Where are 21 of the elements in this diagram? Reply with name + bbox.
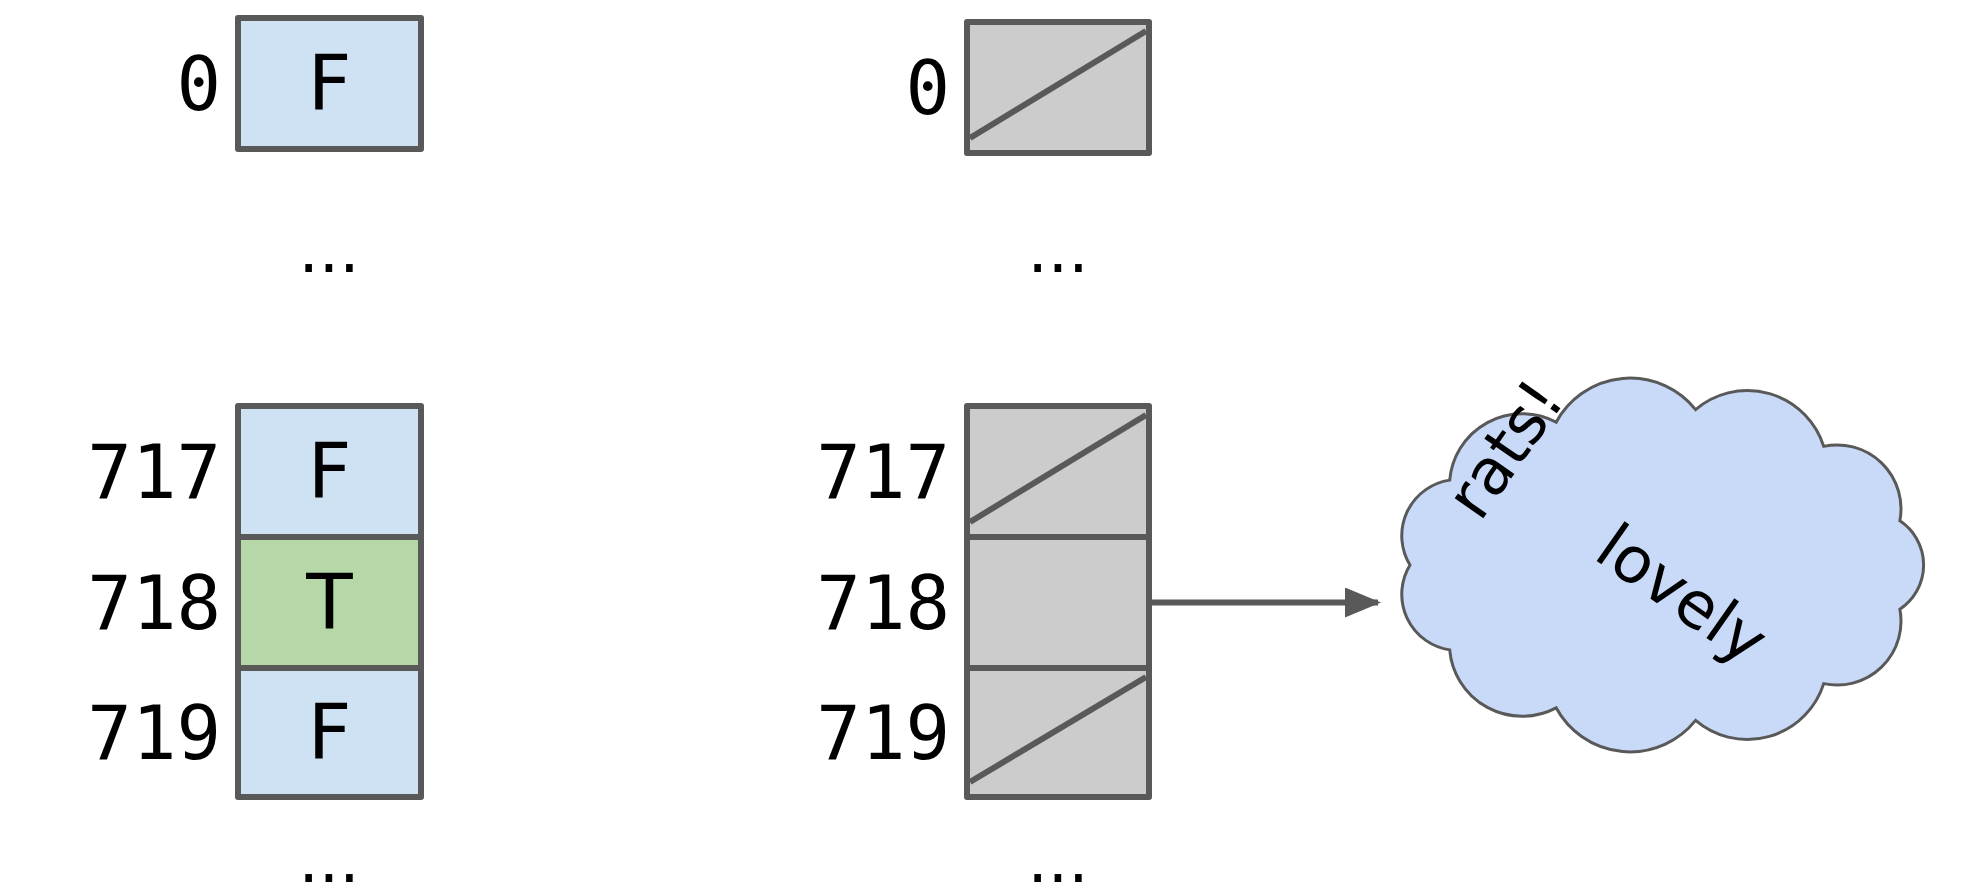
array-cell [964,665,1152,800]
cell-value: F [307,45,352,122]
index-label: 719 [87,695,221,770]
ellipsis: ... [1027,218,1089,282]
arrow [1152,587,1381,618]
array-cell [235,665,424,800]
index-label: 718 [87,565,221,640]
ellipsis: ... [298,828,360,891]
cell-value: T [306,564,353,641]
array-cell [964,19,1152,156]
index-label: 717 [87,434,221,509]
index-label: 0 [905,50,950,125]
cell-value: F [307,694,352,771]
ellipsis: ... [298,218,360,282]
index-label: 718 [816,565,950,640]
cell-value: F [307,433,352,510]
index-label: 717 [816,434,950,509]
array-cell [235,15,424,152]
index-label: 0 [176,46,221,121]
index-label: 719 [816,695,950,770]
ellipsis: ... [1027,828,1089,891]
